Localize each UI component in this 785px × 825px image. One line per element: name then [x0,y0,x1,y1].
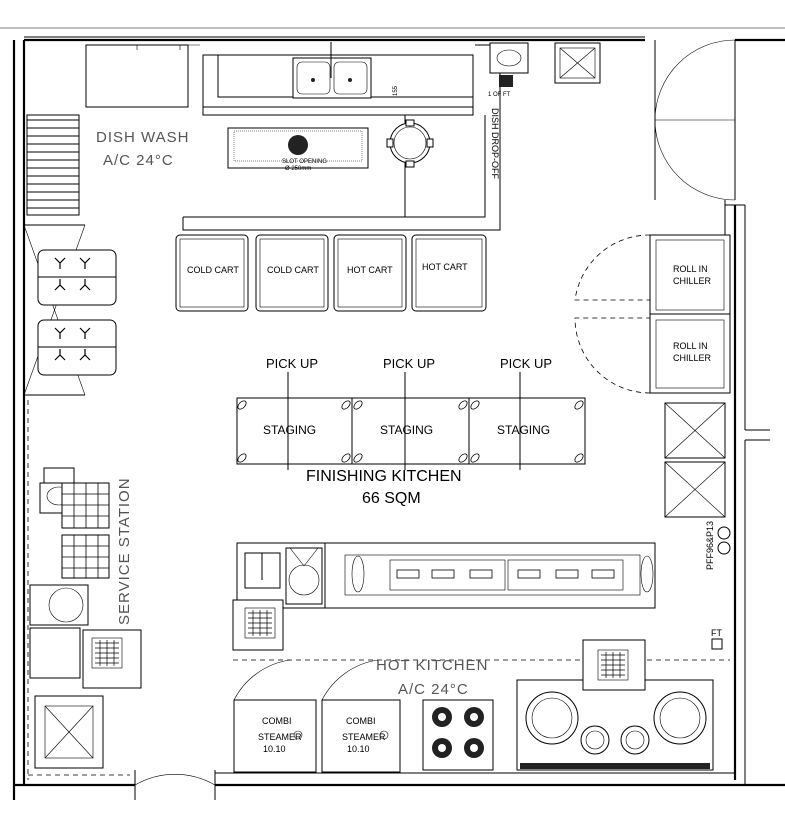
kettle-block [516,639,714,771]
pickup-label-3: PICK UP [500,356,552,371]
ft-label: FT [711,628,722,638]
dimension-label: 155 [393,85,399,96]
dish-drop-off-label: DISH DROP-OFF [490,108,500,180]
staging-label-1: STAGING [263,423,316,437]
pickup-staging: PICK UP PICK UP PICK UP STAGING STAGING … [236,356,586,470]
dish-wash-area: 155 SLOT OPENING Ø 250mm 1 OF FT [23,42,601,396]
hot-cart-2: HOT CART [411,234,487,312]
hot-cart-1: HOT CART [333,234,407,312]
cold-cart-2: COLD CART [255,234,329,312]
service-station: SERVICE STATION [27,400,142,780]
svg-text:COLD CART: COLD CART [267,265,319,275]
staging-label-3: STAGING [497,423,550,437]
vertical-code-label: PFF96&P13 [705,521,715,570]
double-door-icon [654,39,736,201]
hot-kitchen: HOT KITCHEN A/C 24°C COMBI STEAMER 10.10… [233,628,730,773]
pickup-label-2: PICK UP [383,356,435,371]
svg-text:10.10: 10.10 [263,744,286,754]
combi-steamer-1: COMBI STEAMER 10.10 [233,659,317,773]
svg-text:COMBI: COMBI [262,716,292,726]
finishing-kitchen-area: 66 SQM [362,490,421,507]
hot-kitchen-temp: A/C 24°C [398,681,469,698]
burner-range-icon [422,699,494,771]
svg-text:COMBI: COMBI [346,716,376,726]
svg-text:STEAMER: STEAMER [342,732,386,742]
cold-cart-1: COLD CART [175,234,249,312]
dish-wash-temp: A/C 24°C [103,152,174,169]
svg-text:10.10: 10.10 [347,744,370,754]
combi-steamer-2: COMBI STEAMER 10.10 [321,659,401,773]
svg-text:HOT CART: HOT CART [422,262,468,272]
svg-text:STEAMER: STEAMER [258,732,302,742]
finishing-kitchen-title: FINISHING KITCHEN [306,468,462,485]
floor-drain-label: 1 OF FT [488,92,511,98]
staff-tables [37,249,117,376]
slot-opening-label: SLOT OPENING [282,159,327,165]
carts-row: COLD CART COLD CART HOT CART HOT CART [175,234,487,312]
staging-label-2: STAGING [380,423,433,437]
dish-wash-title: DISH WASH [96,129,189,146]
service-station-title: SERVICE STATION [116,477,133,625]
opening-dim-label: Ø 250mm [285,166,311,172]
hot-kitchen-title: HOT KITCHEN [376,657,488,674]
pickup-label-1: PICK UP [266,356,318,371]
svg-text:COLD CART: COLD CART [187,265,239,275]
finishing-counter [232,542,656,651]
outer-walls [0,27,785,800]
svg-text:HOT CART: HOT CART [347,265,393,275]
